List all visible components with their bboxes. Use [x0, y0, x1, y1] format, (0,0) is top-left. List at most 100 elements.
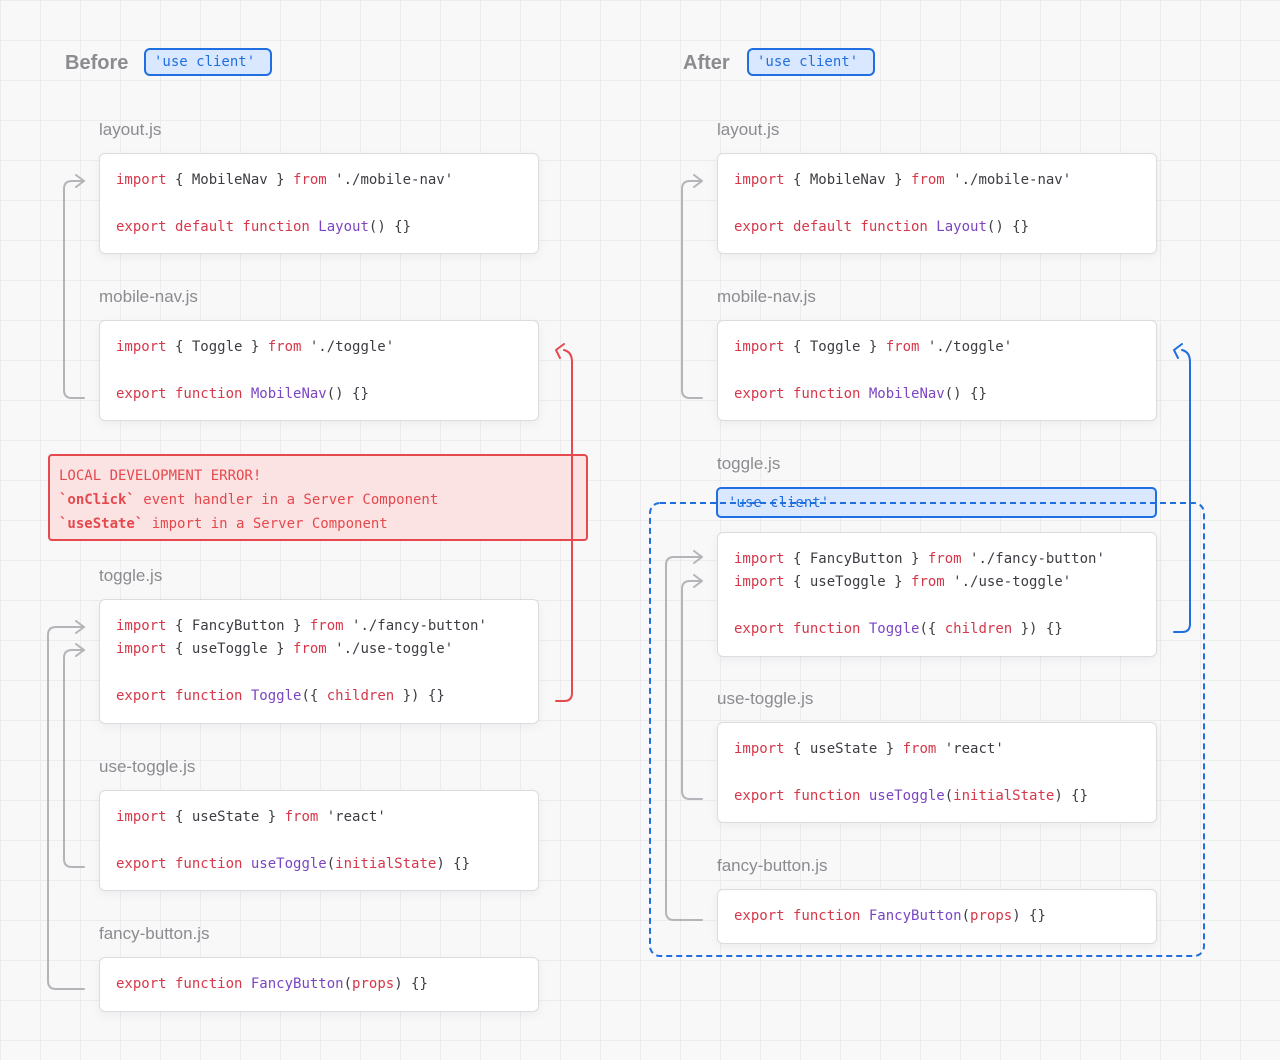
code-token: export default function — [116, 218, 310, 235]
code-token: export function — [116, 385, 243, 402]
after-toggle-card: import { FancyButton } from './fancy-but… — [717, 532, 1157, 657]
after-layout-filename: layout.js — [717, 120, 780, 139]
after-use-client-badge: 'use client' — [747, 48, 875, 76]
before-error-path — [555, 349, 573, 702]
after-use-toggle-card: import { useState } from 'react'export f… — [717, 722, 1157, 823]
code-token: children — [944, 620, 1013, 637]
code-token: from — [911, 172, 945, 188]
code-token: Toggle — [242, 687, 302, 704]
before-toggle-card: import { FancyButton } from './fancy-but… — [99, 599, 539, 724]
code-token: initialState — [335, 855, 437, 872]
before-fancy-button-card-line-1: export function FancyButton(props) {} — [116, 976, 428, 992]
code-token: ({ — [301, 687, 327, 704]
code-token: import — [116, 809, 167, 825]
code-token: () {} — [986, 218, 1030, 235]
after-arrow-toggle-to-fancy-button — [665, 556, 703, 921]
code-token: { Toggle } — [784, 339, 886, 355]
code-token: MobileNav — [242, 385, 327, 402]
after-mobile-nav-card-line-3: export function MobileNav() {} — [734, 386, 987, 402]
code-token: import — [116, 172, 167, 188]
code-token: export function — [116, 855, 243, 872]
before-mobile-nav-card-line-3: export function MobileNav() {} — [116, 386, 369, 402]
code-token: import — [734, 339, 785, 355]
before-layout-filename: layout.js — [99, 120, 162, 139]
after-fancy-button-card: export function FancyButton(props) {} — [717, 889, 1157, 944]
before-toggle-card-line-2: import { useToggle } from './use-toggle' — [116, 641, 453, 657]
before-use-client-badge: 'use client' — [144, 48, 272, 76]
code-token: { MobileNav } — [784, 172, 912, 188]
before-layout-card: import { MobileNav } from './mobile-nav'… — [99, 153, 539, 254]
code-token: export function — [734, 385, 861, 402]
before-title: Before — [65, 52, 129, 74]
code-token: ) {} — [436, 855, 471, 872]
local-development-error: LOCAL DEVELOPMENT ERROR! `onClick` event… — [48, 454, 588, 541]
code-token: children — [326, 687, 395, 704]
code-token: 'react' — [936, 741, 1004, 757]
code-token: }) {} — [394, 687, 445, 704]
code-token: './use-toggle' — [326, 641, 454, 658]
error-line-onclick: `onClick` event handler in a Server Comp… — [59, 488, 577, 512]
before-layout-card-line-1: import { MobileNav } from './mobile-nav' — [116, 172, 453, 188]
client-boundary — [649, 502, 1205, 957]
before-use-toggle-card: import { useState } from 'react' export f… — [99, 790, 539, 891]
code-token: useToggle — [860, 787, 945, 804]
after-title: After — [683, 52, 730, 74]
after-mobile-nav-card: import { Toggle } from './toggle' export … — [717, 320, 1157, 421]
after-toggle-card-line-1: import { FancyButton } from './fancy-but… — [734, 551, 1105, 567]
code-token: export default function — [734, 218, 928, 235]
code-token: useToggle — [242, 855, 327, 872]
code-token: export function — [734, 620, 861, 637]
code-token: () {} — [368, 218, 412, 235]
code-token: export function — [734, 787, 861, 804]
code-token: { useState } — [784, 741, 903, 757]
code-token: './fancy-button' — [343, 618, 487, 634]
code-token: import — [734, 172, 785, 188]
after-fancy-button-filename: fancy-button.js — [717, 856, 828, 875]
code-token: from — [267, 339, 302, 355]
code-token: import — [116, 641, 167, 658]
after-use-toggle-card-line-3: export function useToggle(initialState) … — [734, 788, 1088, 804]
code-token: { FancyButton } — [784, 551, 928, 567]
after-mobile-nav-card-line-1: import { Toggle } from './toggle' — [734, 339, 1012, 355]
code-token: { useToggle } — [166, 641, 294, 658]
after-toggle-card-line-2: import { useToggle } from './use-toggle' — [734, 574, 1071, 590]
code-token: initialState — [953, 787, 1055, 804]
code-token: ) {} — [1012, 908, 1046, 924]
code-token: { Toggle } — [166, 339, 268, 355]
code-token: from — [284, 809, 319, 825]
code-token: ( — [944, 787, 954, 804]
after-mobile-nav-filename: mobile-nav.js — [717, 287, 816, 306]
before-mobile-nav-filename: mobile-nav.js — [99, 287, 198, 306]
code-token: }) {} — [1012, 620, 1063, 637]
code-token: Layout — [927, 218, 987, 235]
before-arrow-toggle-to-use-toggle — [63, 649, 85, 868]
code-token: import — [734, 574, 785, 591]
error-onclick-text: event handler in a Server Component — [134, 492, 439, 508]
before-fancy-button-filename: fancy-button.js — [99, 924, 210, 943]
before-use-toggle-card-line-1: import { useState } from 'react' — [116, 809, 386, 825]
code-token: ( — [961, 908, 971, 924]
before-arrow-toggle-to-fancy-button — [47, 626, 85, 990]
code-token: { useState } — [166, 809, 285, 825]
code-token: { MobileNav } — [166, 172, 294, 188]
code-token: { FancyButton } — [166, 618, 310, 634]
after-layout-card: import { MobileNav } from './mobile-nav'… — [717, 153, 1157, 254]
code-token: { useToggle } — [784, 574, 912, 591]
code-token: import — [116, 618, 167, 634]
after-use-toggle-filename: use-toggle.js — [717, 689, 814, 708]
after-toggle-card-line-4: export function Toggle({ children }) {} — [734, 621, 1063, 637]
before-arrow-layout-to-mobile-nav — [63, 180, 85, 399]
code-token: import — [734, 741, 785, 757]
before-use-toggle-filename: use-toggle.js — [99, 757, 196, 776]
error-line-usestate: `useState` import in a Server Component — [59, 512, 577, 536]
before-layout-card-line-3: export default function Layout() {} — [116, 219, 411, 235]
before-use-toggle-card-line-3: export function useToggle(initialState) … — [116, 856, 470, 872]
code-token: export function — [116, 976, 243, 992]
after-layout-card-line-1: import { MobileNav } from './mobile-nav' — [734, 172, 1071, 188]
code-token: 'react' — [318, 809, 386, 825]
error-title: LOCAL DEVELOPMENT ERROR! — [59, 468, 262, 484]
use-client-directive: 'use client' — [716, 487, 1157, 518]
code-token: ({ — [919, 620, 945, 637]
code-token: ( — [326, 855, 336, 872]
